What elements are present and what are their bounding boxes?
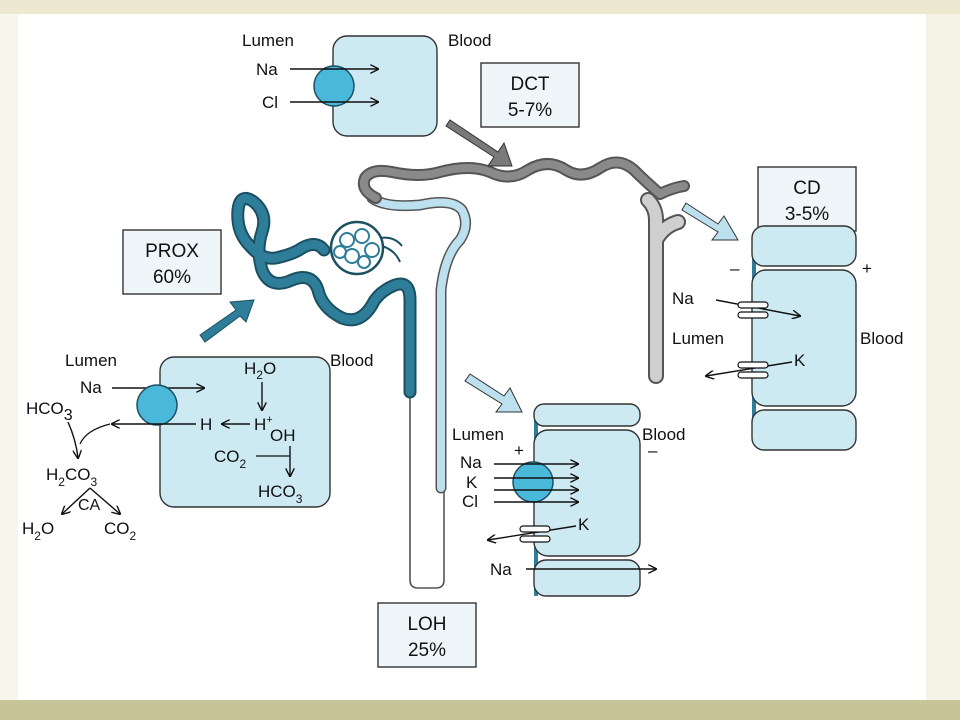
prox-co2-label: CO2 <box>214 447 247 471</box>
cd-plus: + <box>862 259 872 278</box>
slide-frame-left <box>0 14 18 700</box>
cd-minus: – <box>730 259 740 278</box>
prox-name: PROX <box>145 241 199 262</box>
prox-h-label: H <box>200 415 212 434</box>
cd-lumen-label: Lumen <box>672 329 724 348</box>
loh-na-label: Na <box>460 453 482 472</box>
cd-k-label: K <box>794 351 806 370</box>
prox-arrow <box>199 299 255 343</box>
dct-cell: Lumen Blood Na Cl <box>242 31 491 137</box>
loh-arrow <box>464 373 523 413</box>
loh-minus: – <box>648 441 658 460</box>
slide-frame-bottom <box>0 700 960 720</box>
prox-h2o-lumen-label: H2O <box>22 519 54 543</box>
loh-plus: + <box>514 441 524 460</box>
prox-h2co3-label: H2CO3 <box>46 465 97 489</box>
loh-percent: 25% <box>408 640 446 661</box>
slide-frame-right <box>926 14 960 700</box>
loh-nkcc2-cotransporter <box>512 461 554 503</box>
segment-arrows <box>199 119 739 413</box>
cd-label-box: CD 3-5% <box>757 166 857 232</box>
dct-label-box: DCT 5-7% <box>480 62 580 128</box>
dct-blood-label: Blood <box>448 31 491 50</box>
loh-paracellular-na-label: Na <box>490 560 512 579</box>
prox-cell: Lumen Blood Na HCO3 H H2O H+ OH CO2 HCO3… <box>22 351 373 543</box>
loh-lumen-label: Lumen <box>452 425 504 444</box>
dct-cotransporter <box>313 65 355 107</box>
loh-cl-label: Cl <box>462 492 478 511</box>
cd-blood-label: Blood <box>860 329 903 348</box>
nephron-tubule <box>231 156 690 589</box>
prox-percent: 60% <box>153 267 191 288</box>
loh-k-channel <box>519 525 551 533</box>
prox-hco3-label: HCO3 <box>26 399 73 424</box>
dct-percent: 5-7% <box>508 100 552 121</box>
loh-k-out-label: K <box>578 515 590 534</box>
cd-k-channel <box>737 361 769 369</box>
loh-label-box: LOH 25% <box>377 602 477 668</box>
prox-ca-label: CA <box>78 497 101 514</box>
loh-name: LOH <box>407 614 446 635</box>
prox-blood-label: Blood <box>330 351 373 370</box>
cd-percent: 3-5% <box>785 204 829 225</box>
slide-frame-top <box>0 0 960 14</box>
dct-name: DCT <box>510 74 549 95</box>
prox-label-box: PROX 60% <box>122 229 222 295</box>
dct-cl-label: Cl <box>262 93 278 112</box>
prox-hco3-out-label: HCO3 <box>258 482 303 506</box>
prox-na-label: Na <box>80 378 102 397</box>
glomerulus <box>329 220 403 276</box>
cd-na-label: Na <box>672 289 694 308</box>
cd-arrow <box>681 202 739 241</box>
cd-cell: – + Na Lumen Blood K <box>672 225 903 451</box>
loh-cell: Lumen Blood + – Na K Cl K Na <box>452 403 685 597</box>
prox-oh-label: OH <box>270 426 296 445</box>
cd-na-channel <box>737 301 769 309</box>
prox-co2-lumen-label: CO2 <box>104 519 137 543</box>
prox-lumen-label: Lumen <box>65 351 117 370</box>
loh-k-label: K <box>466 473 478 492</box>
dct-lumen-label: Lumen <box>242 31 294 50</box>
dct-arrow <box>445 119 513 167</box>
prox-h-plus-label: H+ <box>254 414 273 434</box>
loh-blood-label: Blood <box>642 425 685 444</box>
dct-na-label: Na <box>256 60 278 79</box>
prox-antiporter <box>136 384 178 426</box>
prox-h2o-label: H2O <box>244 359 276 382</box>
cd-name: CD <box>793 178 820 199</box>
